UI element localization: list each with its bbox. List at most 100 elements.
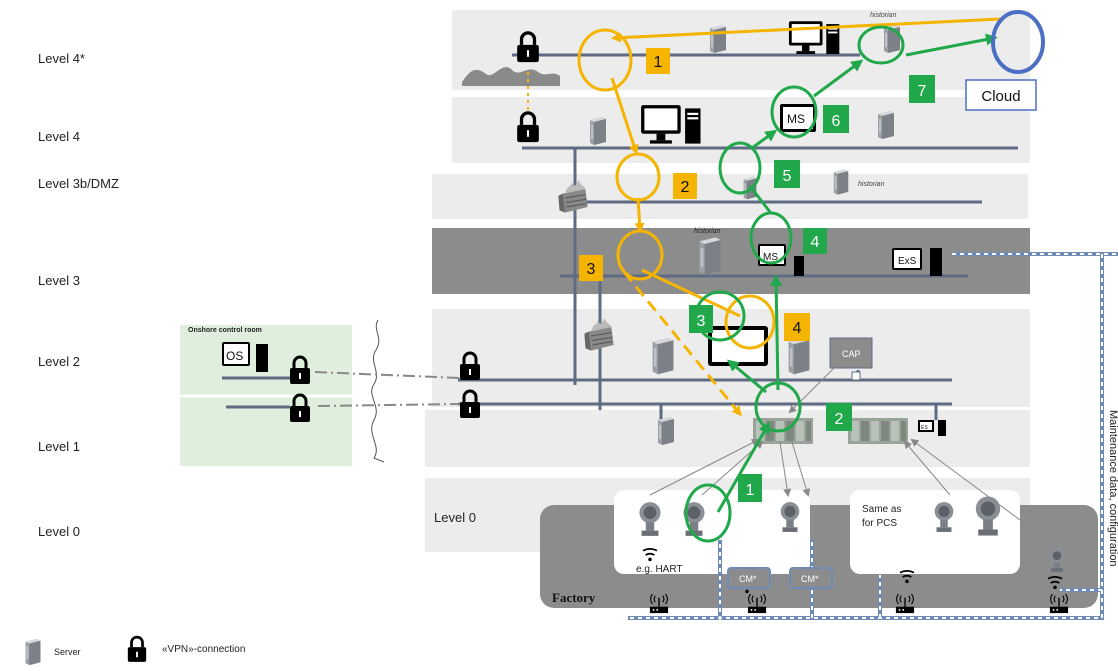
green-step-circle-2 [754, 381, 802, 433]
green-step-circle-6 [770, 85, 818, 139]
inner-level0-label: Level 0 [434, 510, 476, 525]
yellow-step-num-1: 1 [654, 54, 663, 71]
level-label: Level 4 [38, 129, 80, 144]
yellow-step-badge-4 [784, 313, 810, 341]
historian-server-icon [699, 237, 721, 275]
green-step-badge-2 [826, 403, 852, 431]
yellow-step-circle-3 [616, 229, 664, 281]
ms-label-l3: MS [763, 252, 778, 263]
valve-transmitter-icon [780, 502, 800, 532]
yellow-path [610, 17, 1001, 417]
level-label: Level 0 [38, 524, 80, 539]
green-step-num-7: 7 [918, 83, 927, 100]
same-as-pcs-line2: for PCS [862, 518, 897, 529]
level-label: Level 3b/DMZ [38, 176, 119, 191]
legend-server-label: Server [54, 647, 81, 657]
wireless-sensor-icon [1049, 548, 1065, 572]
onshore-break-line [371, 319, 385, 463]
server-icon [590, 117, 606, 145]
cm-label: CM* [739, 574, 757, 584]
cm-label: CM* [801, 574, 819, 584]
legend-server-icon [25, 638, 41, 666]
same-as-pcs-line1: Same as [862, 504, 901, 515]
green-step-num-6: 6 [832, 113, 841, 130]
level-label: Level 3 [38, 273, 80, 288]
yellow-step-badge-2 [673, 173, 697, 199]
cloud-circle [991, 10, 1045, 74]
es-tower [938, 420, 946, 436]
device-connection-lines [649, 359, 1021, 521]
legend-vpn-label: «VPN»-connection [162, 644, 245, 655]
server-icon [788, 337, 810, 375]
green-step-circle-1 [684, 483, 732, 543]
legend-lock-icon [126, 635, 148, 664]
green-step-circle-7 [857, 25, 905, 65]
green-step-num-1: 1 [746, 482, 755, 499]
green-path [716, 33, 998, 513]
exs-screen [894, 250, 920, 268]
server-icon [658, 417, 674, 445]
yellow-step-badge-3 [579, 255, 603, 281]
os-label: OS [226, 349, 243, 363]
valve-transmitter-icon [934, 502, 954, 532]
server-icon [878, 111, 894, 139]
green-step-circle-5 [718, 141, 762, 195]
yellow-step-num-3: 3 [587, 261, 596, 278]
green-step-badge-7 [909, 75, 935, 103]
ms-tower-l3 [794, 256, 804, 276]
exs-tower [930, 248, 942, 276]
es-screen [920, 422, 932, 430]
band-level1 [425, 410, 1030, 467]
maintenance-side-label: Maintenance data, configuration [1107, 410, 1118, 567]
factory-label: Factory [552, 590, 596, 605]
terrain-silhouette [462, 67, 560, 86]
green-step-badge-4 [803, 228, 827, 254]
yellow-step-badge-1 [646, 48, 670, 74]
exs-label: ExS [898, 256, 917, 267]
band-level3b [432, 174, 1028, 219]
hart-label: e.g. HART [636, 564, 683, 575]
pressure-transmitter-icon [639, 502, 661, 536]
ms-screen-l3 [760, 246, 784, 264]
level-label: Level 4* [38, 51, 85, 66]
yellow-step-circle-1 [577, 28, 633, 92]
yellow-step-circle-4 [724, 294, 776, 350]
yellow-step-num-4: 4 [793, 320, 802, 337]
factory-field-devices-box [614, 490, 810, 574]
historian-label-l3: historian [694, 228, 721, 235]
green-step-badge-5 [774, 160, 800, 188]
historian-label-top: historian [870, 12, 897, 19]
cap-connector [851, 371, 861, 381]
band-level4 [452, 97, 1030, 163]
level-label: Level 1 [38, 439, 80, 454]
green-step-badge-6 [823, 105, 849, 133]
cap-box [829, 337, 873, 369]
os-screen [224, 344, 248, 364]
ms-screen [783, 107, 813, 129]
green-step-num-2: 2 [835, 411, 844, 428]
vpn-tunnel-lines [314, 371, 461, 407]
ms-label: MS [787, 112, 805, 126]
os-tower [256, 344, 268, 372]
green-step-num-3: 3 [697, 313, 706, 330]
yellow-step-circle-2 [615, 152, 661, 202]
server-icon [652, 337, 674, 375]
green-step-num-4: 4 [811, 234, 820, 251]
cm-box [789, 567, 833, 589]
cloud-label: Cloud [981, 88, 1020, 105]
server-icon [710, 25, 726, 53]
yellow-step-num-2: 2 [681, 179, 690, 196]
green-step-badge-1 [738, 474, 762, 502]
historian-server-icon [833, 169, 849, 195]
historian-label-dmz: historian [858, 181, 885, 188]
green-step-circle-4 [749, 211, 793, 265]
cloud-label-box [965, 79, 1037, 111]
cap-label: CAP [842, 349, 861, 359]
onshore-label: Onshore control room [188, 327, 262, 334]
sis-controller-icon [848, 418, 908, 444]
es-label: ES [921, 425, 928, 431]
green-step-num-5: 5 [783, 168, 792, 185]
cm-box [727, 567, 771, 589]
level-label: Level 2 [38, 354, 80, 369]
